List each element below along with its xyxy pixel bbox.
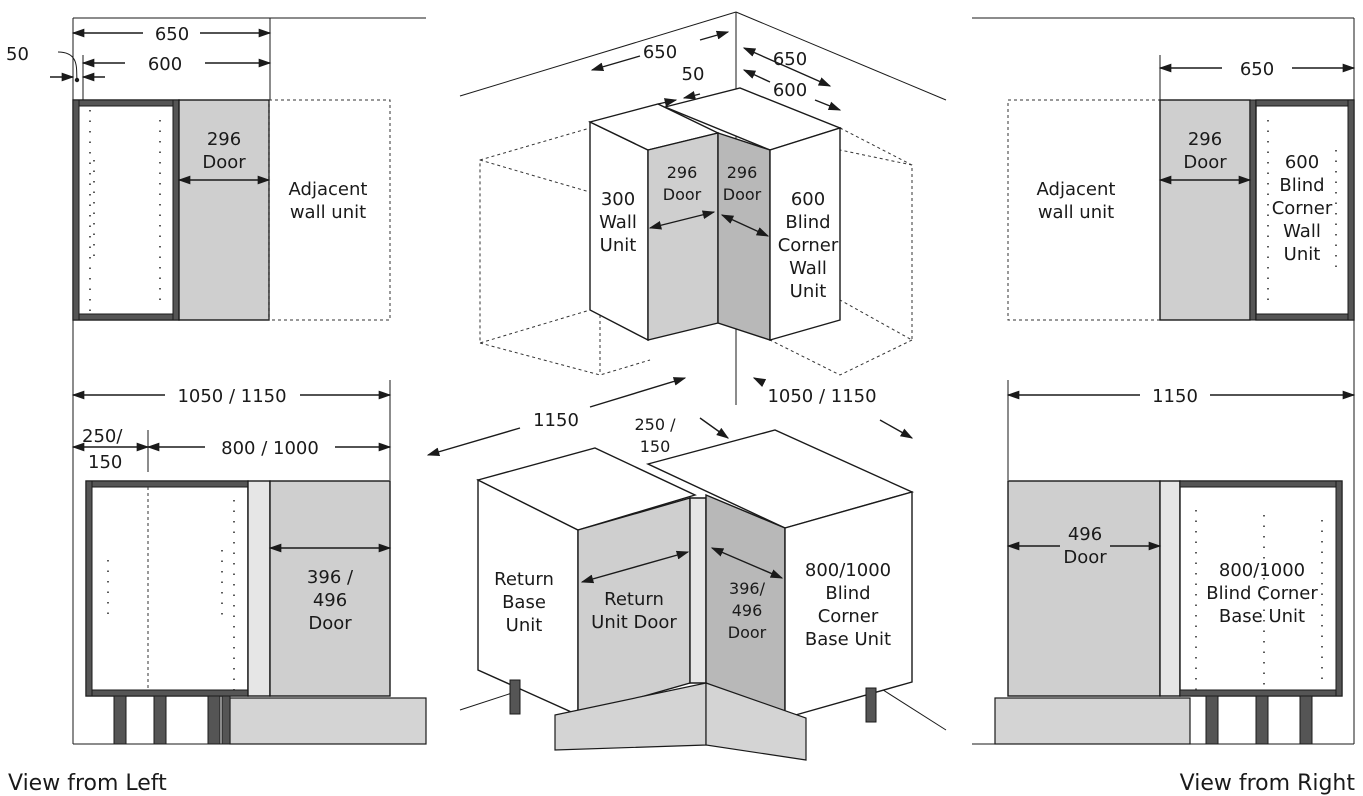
svg-text:wall unit: wall unit: [1038, 202, 1114, 223]
room-ceiling-right: [735, 11, 947, 101]
svg-text:Wall: Wall: [1283, 221, 1321, 242]
svg-text:Corner: Corner: [818, 606, 879, 627]
left-wall-door: [178, 99, 270, 321]
right-blind-wall-unit: [1255, 99, 1355, 321]
center-return-base-label: Return: [494, 569, 554, 590]
svg-text:Base: Base: [502, 592, 546, 613]
svg-text:Blind: Blind: [825, 583, 870, 604]
center-dim-650-left-line: [590, 55, 641, 72]
right-base-door-label: 496: [1068, 524, 1102, 545]
svg-text:Door: Door: [728, 623, 767, 642]
dim-overall-text: 1050 / 1150: [177, 386, 286, 407]
dim-return-text-b: 150: [88, 452, 122, 473]
dim-blind-text: 800 / 1000: [221, 438, 319, 459]
left-plinth: [229, 697, 427, 745]
svg-text:Base Unit: Base Unit: [805, 629, 891, 650]
center-dim-return-door-line: [580, 550, 690, 584]
svg-text:Unit Door: Unit Door: [591, 612, 677, 633]
left-adjacent-unit: [268, 99, 391, 321]
center-return-base-top: [476, 447, 697, 531]
left-base-unit-side: [85, 480, 249, 697]
dim-return-text-a: 250/: [82, 426, 123, 447]
right-view-caption: View from Right: [1180, 771, 1356, 796]
center-wall-unit-label: 300: [601, 189, 635, 210]
center-dim-1150: 1150: [533, 410, 579, 431]
svg-text:496: 496: [732, 601, 763, 620]
center-dim-1150-line: [426, 427, 521, 457]
right-dim-650-text: 650: [1240, 59, 1274, 80]
svg-text:Door: Door: [723, 185, 762, 204]
svg-text:Door: Door: [202, 152, 246, 173]
svg-text:Door: Door: [1183, 152, 1227, 173]
center-wall-door-1-label: 296: [667, 163, 698, 182]
svg-text:496: 496: [313, 590, 347, 611]
svg-text:Wall: Wall: [599, 212, 637, 233]
center-blind-base-unit: [784, 491, 913, 719]
svg-text:150: 150: [640, 437, 671, 456]
right-plinth: [994, 697, 1191, 745]
center-dim-250: 250 /: [634, 415, 676, 434]
left-wall-door-label: 296: [207, 129, 241, 150]
svg-text:wall unit: wall unit: [290, 202, 366, 223]
svg-text:Unit: Unit: [600, 235, 637, 256]
center-wall-door-2-label: 296: [727, 163, 758, 182]
right-base-door: [1007, 480, 1161, 697]
left-base-door-label: 396 /: [307, 567, 354, 588]
right-adjacent-label: Adjacent: [1037, 179, 1116, 200]
right-wall-door-label: 296: [1188, 129, 1222, 150]
svg-text:Door: Door: [308, 613, 352, 634]
right-blind-base-label: 800/1000: [1219, 560, 1305, 581]
svg-text:Blind: Blind: [1279, 175, 1324, 196]
svg-text:Corner: Corner: [778, 235, 839, 256]
center-dim-1050: 1050 / 1150: [767, 386, 876, 407]
svg-text:Unit: Unit: [1284, 244, 1321, 265]
left-wall-unit-side: [72, 99, 180, 321]
center-return-door-label: Return: [604, 589, 664, 610]
svg-text:Blind Corner: Blind Corner: [1206, 583, 1318, 604]
svg-text:Door: Door: [1063, 547, 1107, 568]
left-adjacent-label: Adjacent: [289, 179, 368, 200]
svg-text:Unit: Unit: [506, 615, 543, 636]
center-dim-650-right: 650: [773, 49, 807, 70]
dim-600-text: 600: [148, 54, 182, 75]
center-dim-600: 600: [773, 80, 807, 101]
right-view: 650 1150 Adjacent wall unit 296 Door 600…: [972, 17, 1356, 796]
left-view: 650 600 50 1050 / 1150 250/ 150 800 / 10…: [6, 17, 427, 796]
center-base-door-label: 396/: [729, 579, 766, 598]
center-blind-wall-label: 600: [791, 189, 825, 210]
center-dim-650-left: 650: [643, 42, 677, 63]
center-adjacent-right: [769, 127, 913, 376]
right-wall-door: [1159, 99, 1251, 321]
center-blind-wall-unit: [769, 127, 841, 341]
center-blind-base-label: 800/1000: [805, 560, 891, 581]
center-dim-wall-door-line: [648, 210, 716, 230]
svg-text:Wall: Wall: [789, 258, 827, 279]
svg-text:Door: Door: [663, 185, 702, 204]
left-view-caption: View from Left: [8, 771, 167, 796]
dim-650-text: 650: [155, 24, 189, 45]
center-dim-50: 50: [682, 64, 705, 85]
right-dim-1150-text: 1150: [1152, 386, 1198, 407]
left-base-door: [269, 480, 391, 697]
center-dim-650-right-line: [742, 47, 832, 87]
center-view: 650 50 650 600 1150 250 / 150 1050 / 115…: [426, 11, 947, 761]
svg-text:Blind: Blind: [785, 212, 830, 233]
right-blind-wall-label: 600: [1285, 152, 1319, 173]
svg-text:Base Unit: Base Unit: [1219, 606, 1305, 627]
room-ceiling-left: [459, 11, 737, 97]
svg-text:Unit: Unit: [790, 281, 827, 302]
svg-text:Corner: Corner: [1272, 198, 1333, 219]
dim-50-text: 50: [6, 44, 29, 65]
center-dim-1050-line: [752, 377, 767, 388]
